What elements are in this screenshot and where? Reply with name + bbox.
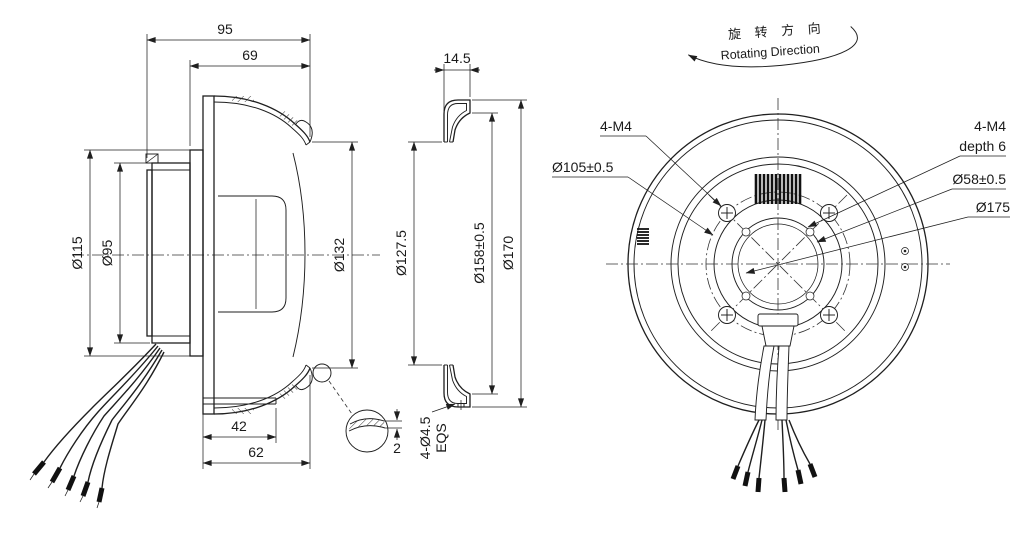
- screw-icon: [820, 306, 838, 324]
- dim-d95: Ø95: [99, 240, 115, 267]
- label-holes-eqs-1: 4-Ø4.5: [417, 416, 433, 459]
- rim-barcode: [637, 228, 649, 245]
- screw-icon: [820, 204, 838, 222]
- label-d175: Ø175: [976, 199, 1010, 215]
- dim-d158: Ø158±0.5: [471, 222, 487, 284]
- rotating-direction-cn: 旋 转 方 向: [728, 20, 827, 42]
- housing-backpanel: [202, 95, 277, 415]
- front-labels: 4-M4 Ø105±0.5 4-M4 depth 6 Ø58±0.5 Ø175: [552, 118, 1010, 274]
- label-d58: Ø58±0.5: [952, 171, 1006, 187]
- flange-section-view: 14.5 Ø127.5 Ø158±0.5 Ø170 4-Ø4.5 EQS: [393, 50, 527, 459]
- dim-d127-5: Ø127.5: [393, 230, 409, 276]
- label-4m4-right: 4-M4: [974, 118, 1006, 134]
- label-d105: Ø105±0.5: [552, 159, 614, 175]
- dim-d115: Ø115: [69, 236, 85, 269]
- rim-rivets: [901, 247, 909, 271]
- flange-dimensions: 14.5 Ø127.5 Ø158±0.5 Ø170 4-Ø4.5 EQS: [393, 50, 527, 459]
- dim-95: 95: [217, 21, 233, 37]
- front-view: 旋 转 方 向 Rotating Direction 4-M4 Ø105±0.5…: [552, 20, 1010, 493]
- flange-hole: [457, 400, 465, 410]
- impeller: [213, 95, 313, 415]
- rotating-direction: 旋 转 方 向 Rotating Direction: [687, 20, 858, 68]
- dim-d132: Ø132: [331, 238, 347, 272]
- label-4m4-left: 4-M4: [600, 118, 632, 134]
- motor-wires: [29, 343, 165, 509]
- side-view: 95 69 Ø115 Ø95 Ø132 42 62: [29, 21, 402, 509]
- dim-69: 69: [242, 47, 258, 63]
- label-holes-eqs-2: EQS: [433, 423, 449, 453]
- label-depth6: depth 6: [959, 138, 1006, 154]
- screw-icon: [718, 204, 736, 222]
- rotating-direction-en: Rotating Direction: [720, 42, 820, 63]
- screw-icon: [718, 306, 736, 324]
- hub-barcode: [754, 174, 802, 204]
- tapped-holes: [741, 227, 815, 301]
- rotation-arrow-icon: [687, 26, 858, 68]
- motor-body: [145, 149, 204, 357]
- dim-62: 62: [248, 444, 264, 460]
- dim-d170: Ø170: [500, 236, 516, 270]
- detail-callout: 2: [312, 363, 402, 456]
- dim-2: 2: [393, 440, 401, 456]
- dim-14-5: 14.5: [443, 50, 470, 66]
- cable-gland: [754, 313, 799, 421]
- side-dimensions: 95 69 Ø115 Ø95 Ø132 42 62: [69, 21, 358, 469]
- front-wires: [730, 419, 818, 493]
- dim-42: 42: [231, 418, 247, 434]
